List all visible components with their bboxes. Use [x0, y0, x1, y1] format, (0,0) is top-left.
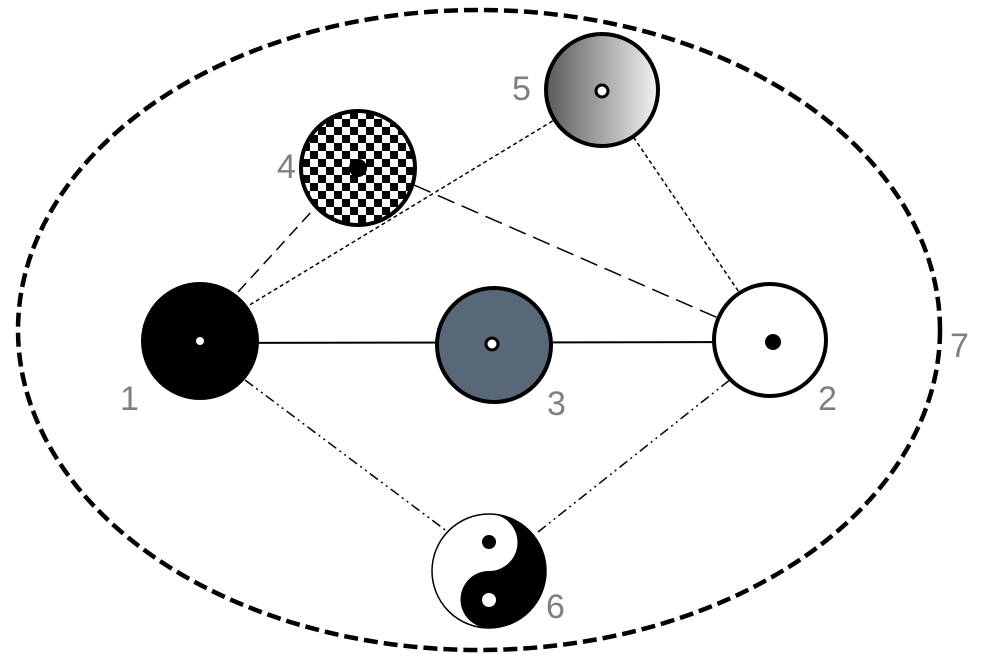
- edge-1-5: [237, 90, 603, 313]
- label-boundary-7: 7: [950, 327, 969, 365]
- node-4: [299, 109, 417, 227]
- node-5: [544, 32, 660, 148]
- boundary-ellipse: [15, 7, 943, 653]
- node-6: [431, 513, 547, 629]
- label-node-3: 3: [547, 385, 566, 423]
- label-node-6: 6: [546, 588, 565, 626]
- edge-4-2: [413, 184, 774, 343]
- node-3: [435, 286, 553, 404]
- edge-1-6: [244, 379, 449, 533]
- node-2: [712, 282, 828, 398]
- label-node-1: 1: [120, 380, 139, 418]
- node-1: [141, 282, 259, 400]
- label-node-5: 5: [512, 70, 531, 108]
- edge-6-2: [537, 351, 766, 533]
- edge-1-4: [237, 197, 325, 293]
- label-node-4: 4: [277, 148, 296, 186]
- label-node-2: 2: [818, 380, 837, 418]
